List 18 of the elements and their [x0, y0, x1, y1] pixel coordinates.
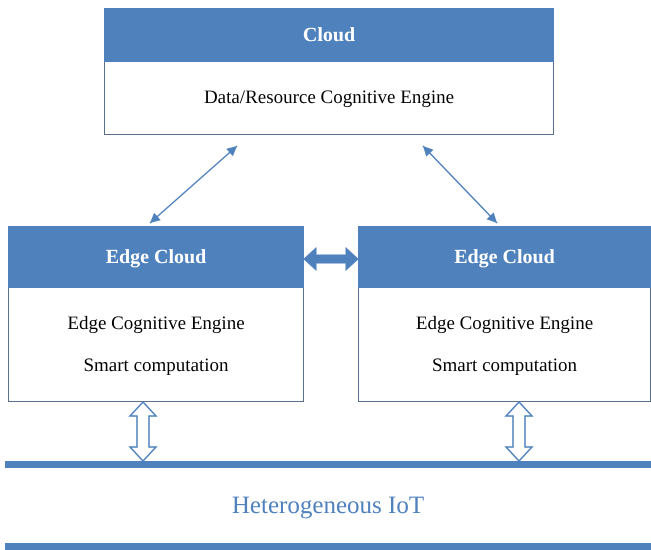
node-text: Smart computation — [432, 354, 578, 376]
double-block-arrow — [128, 400, 158, 462]
node-text: Data/Resource Cognitive Engine — [204, 87, 454, 109]
double-block-arrow — [504, 400, 534, 462]
node-heading: Edge Cloud — [106, 246, 206, 268]
node-text: Edge Cognitive Engine — [67, 312, 245, 334]
node-card — [8, 226, 304, 402]
double-block-arrow — [303, 246, 359, 272]
node-card — [358, 226, 651, 402]
node-heading: Edge Cloud — [454, 246, 555, 268]
arrow — [422, 145, 498, 224]
node-heading: Cloud — [302, 24, 356, 46]
node-text: Heterogeneous IoT — [232, 492, 424, 520]
node-card — [104, 8, 554, 135]
arrow — [150, 145, 238, 224]
node-text: Smart computation — [83, 354, 229, 376]
layer-band — [5, 461, 651, 550]
node-text: Edge Cognitive Engine — [416, 312, 594, 334]
